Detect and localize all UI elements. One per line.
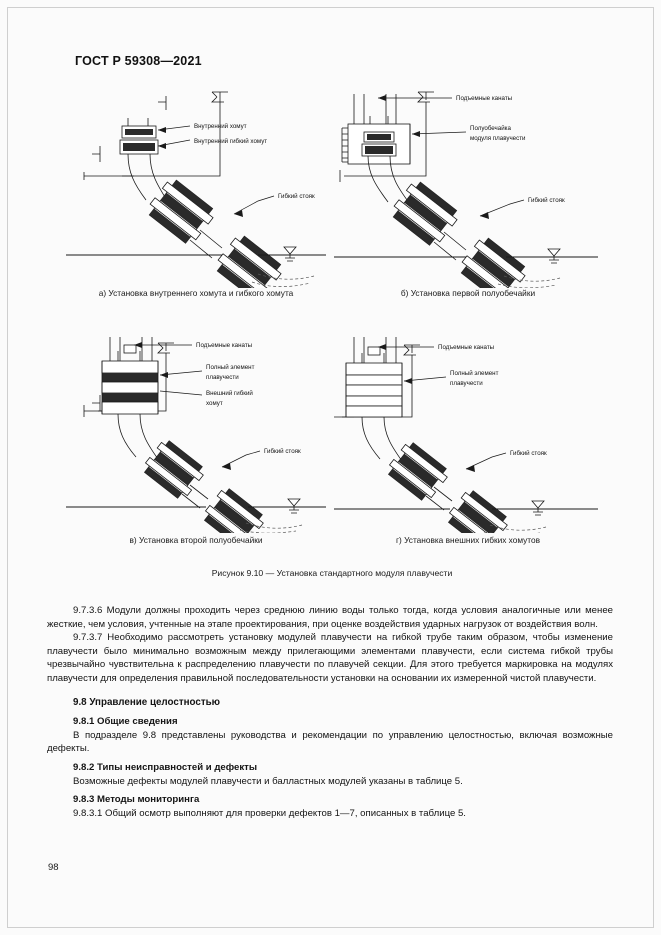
figure-panel-b: Подъемные канаты Полуобечайка модуля пла… xyxy=(334,88,602,303)
figure-panel-a: Внутренний хомут Внутренний гибкий хомут… xyxy=(62,88,330,303)
label-a-1: Внутренний хомут xyxy=(194,123,247,130)
paragraph-9-7-3-7: 9.7.3.7 Необходимо рассмотреть установку… xyxy=(47,632,613,684)
label-b-3: Гибкий стояк xyxy=(528,197,565,204)
water-level-symbol xyxy=(283,246,297,262)
paragraph-9-8-1: В подразделе 9.8 представлены руководств… xyxy=(47,729,613,755)
water-level-symbol xyxy=(531,500,545,516)
label-b-1: Подъемные канаты xyxy=(456,95,513,102)
label-a-2: Внутренний гибкий хомут xyxy=(194,138,267,145)
label-v-2b: плавучести xyxy=(206,374,239,381)
heading-9-8: 9.8 Управление целостностью xyxy=(73,696,221,708)
label-g-2: Полный элемент xyxy=(450,370,499,377)
body-text: 9.7.3.6 Модули должны проходить через ср… xyxy=(47,604,613,821)
label-g-2b: плавучести xyxy=(450,380,483,387)
panel-b-caption: б) Установка первой полуобечайки xyxy=(400,288,536,298)
label-g-1: Подъемные канаты xyxy=(438,344,495,351)
panel-a-caption: а) Установка внутреннего хомута и гибког… xyxy=(98,288,294,298)
paragraph-9-8-3-1: 9.8.3.1 Общий осмотр выполняют для прове… xyxy=(73,808,466,820)
label-a-3: Гибкий стояк xyxy=(278,193,315,200)
figure-9-10: Внутренний хомут Внутренний гибкий хомут… xyxy=(62,88,602,588)
water-level-symbol xyxy=(287,498,301,514)
label-v-4: Гибкий стояк xyxy=(264,448,301,455)
heading-9-8-2: 9.8.2 Типы неисправностей и дефекты xyxy=(73,761,258,773)
label-v-1: Подъемные канаты xyxy=(196,342,253,349)
paragraph-9-8-2: Возможные дефекты модулей плавучести и б… xyxy=(73,775,463,787)
figure-row-bottom: Подъемные канаты Полный элемент плавучес… xyxy=(62,333,602,548)
running-head: ГОСТ Р 59308—2021 xyxy=(75,54,202,68)
label-v-3: Внешний гибкий xyxy=(206,390,253,397)
panel-v-caption: в) Установка второй полуобечайки xyxy=(129,535,263,545)
label-b-2: Полуобечайка xyxy=(470,125,511,132)
panel-g-caption: г) Установка внешних гибких хомутов xyxy=(395,535,541,545)
figure-caption: Рисунок 9.10 — Установка стандартного мо… xyxy=(211,568,453,578)
label-b-2b: модуля плавучести xyxy=(470,135,526,142)
paragraph-9-7-3-6: 9.7.3.6 Модули должны проходить через ср… xyxy=(47,605,613,630)
label-v-3b: хомут xyxy=(206,400,223,407)
figure-row-top: Внутренний хомут Внутренний гибкий хомут… xyxy=(62,88,602,303)
label-v-2: Полный элемент xyxy=(206,364,255,371)
figure-panel-v: Подъемные канаты Полный элемент плавучес… xyxy=(62,333,330,548)
heading-9-8-1: 9.8.1 Общие сведения xyxy=(73,715,178,727)
page-number: 98 xyxy=(48,862,59,873)
water-level-symbol xyxy=(547,248,561,264)
label-g-3: Гибкий стояк xyxy=(510,450,547,457)
figure-panel-g: Подъемные канаты Полный элемент плавучес… xyxy=(334,333,602,548)
heading-9-8-3: 9.8.3 Методы мониторинга xyxy=(73,794,200,806)
